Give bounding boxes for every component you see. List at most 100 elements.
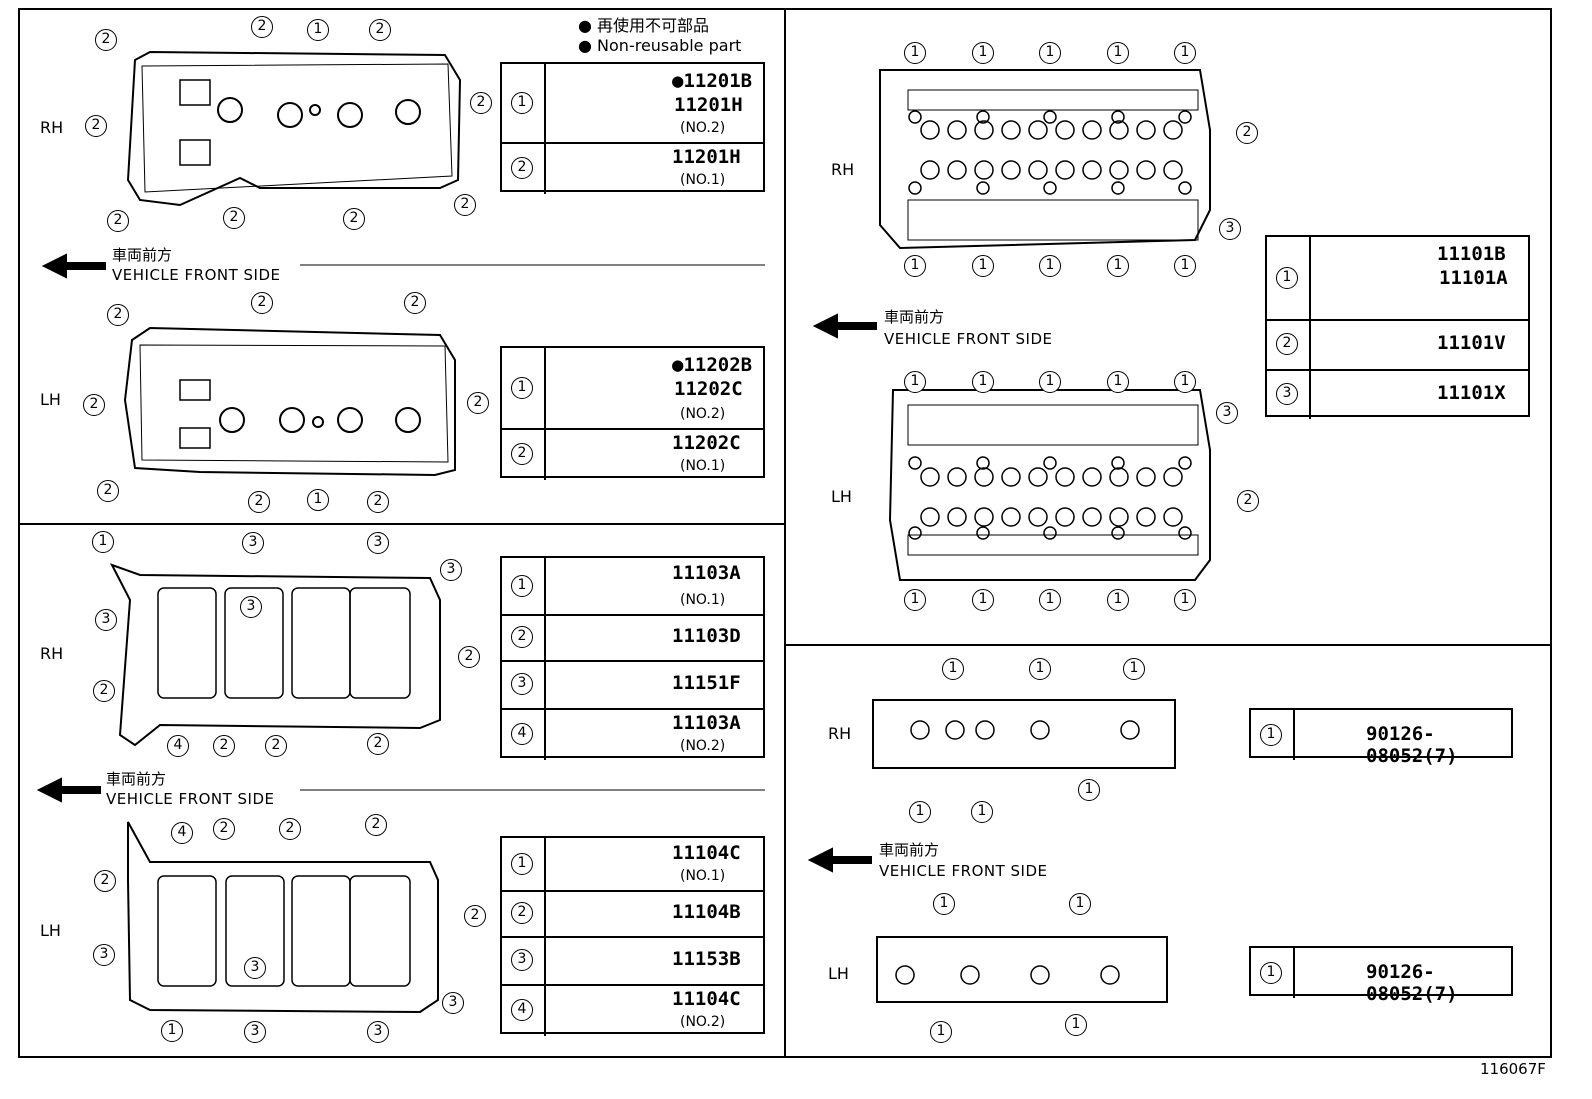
side-label-lh: LH xyxy=(40,921,61,940)
bolt-hole xyxy=(1055,120,1075,140)
table-num-cell xyxy=(1251,710,1295,760)
callout-number: 3 xyxy=(1219,218,1241,240)
bolt-hole xyxy=(1178,456,1192,470)
callout-number: 1 xyxy=(972,589,994,611)
table-num-cell xyxy=(1251,948,1295,998)
callout-number: 3 xyxy=(95,609,117,631)
part-number: 11202C xyxy=(672,432,741,454)
callout-number: 2 xyxy=(1236,122,1258,144)
callout-number: 4 xyxy=(167,735,189,757)
bolt-hole xyxy=(974,507,994,527)
bolt-hole xyxy=(920,507,940,527)
callout-number: 2 xyxy=(265,735,287,757)
side-label-rh: RH xyxy=(40,118,64,137)
callout-number: 2 xyxy=(85,115,107,137)
bolt-hole xyxy=(1111,526,1125,540)
direction-label-en: VEHICLE FRONT SIDE xyxy=(879,862,1048,880)
table-num-cell xyxy=(502,936,546,984)
callout-number: 3 xyxy=(440,559,462,581)
bolt-hole xyxy=(1178,181,1192,195)
callout-number: 1 xyxy=(1174,371,1196,393)
callout-number: 1 xyxy=(1039,371,1061,393)
callout-number: 4 xyxy=(511,999,533,1021)
side-label-lh: LH xyxy=(828,964,849,983)
bolt-hole xyxy=(920,120,940,140)
callout-number: 2 xyxy=(511,626,533,648)
table-num-cell xyxy=(502,558,546,614)
bolt-hole xyxy=(1001,160,1021,180)
callout-number: 2 xyxy=(223,207,245,229)
bolt-hole xyxy=(1136,467,1156,487)
bolt-hole xyxy=(1028,120,1048,140)
part-number: 90126-08052(7) xyxy=(1366,961,1458,1005)
part-number: ●11202B xyxy=(672,354,753,376)
callout-number: 3 xyxy=(240,596,262,618)
callout-number: 2 xyxy=(343,208,365,230)
table-num-cell xyxy=(502,142,546,194)
callout-number: 2 xyxy=(251,292,273,314)
side-label-lh: LH xyxy=(40,390,61,409)
part-number: 11201H xyxy=(672,146,741,168)
panel-divider-left xyxy=(18,523,785,525)
callout-number: 2 xyxy=(458,646,480,668)
bolt-hole xyxy=(976,110,990,124)
callout-number: 1 xyxy=(972,371,994,393)
bolt-hole xyxy=(974,120,994,140)
callout-number: 3 xyxy=(244,957,266,979)
callout-number: 2 xyxy=(365,814,387,836)
callout-number: 1 xyxy=(1039,255,1061,277)
bolt-hole xyxy=(947,120,967,140)
bolt-hole xyxy=(1136,120,1156,140)
bolt-hole xyxy=(974,467,994,487)
table-num-cell xyxy=(502,64,546,142)
callout-number: 3 xyxy=(93,944,115,966)
bolt-hole xyxy=(947,160,967,180)
callout-number: 2 xyxy=(511,902,533,924)
bolt-hole xyxy=(1055,467,1075,487)
bolt-hole xyxy=(1163,507,1183,527)
part-note: (NO.2) xyxy=(680,1014,726,1030)
bolt-hole xyxy=(1111,110,1125,124)
part-number: ●11201B xyxy=(672,70,753,92)
callout-number: 1 xyxy=(92,531,114,553)
callout-number: 1 xyxy=(1107,42,1129,64)
callout-number: 1 xyxy=(1065,1014,1087,1036)
bolt-hole xyxy=(1109,160,1129,180)
callout-number: 2 xyxy=(93,680,115,702)
bolt-hole xyxy=(1028,160,1048,180)
legend-non-reusable-en: ● Non-reusable part xyxy=(578,36,742,55)
callout-number: 1 xyxy=(1260,724,1282,746)
bolt-hole xyxy=(1082,467,1102,487)
callout-number: 3 xyxy=(1276,383,1298,405)
callout-number: 1 xyxy=(1260,962,1282,984)
bolt-hole xyxy=(974,160,994,180)
callout-number: 1 xyxy=(904,371,926,393)
bolt-hole xyxy=(960,965,980,985)
callout-number: 1 xyxy=(904,42,926,64)
callout-number: 1 xyxy=(161,1020,183,1042)
head-cover-lh-outline xyxy=(123,326,456,477)
table-num-cell xyxy=(502,838,546,890)
bolt-hole xyxy=(1001,507,1021,527)
part-number: 11202C xyxy=(674,378,743,400)
bolt-hole xyxy=(976,181,990,195)
bolt-hole xyxy=(1001,467,1021,487)
table-num-cell xyxy=(502,708,546,760)
callout-number: 1 xyxy=(307,489,329,511)
callout-number: 1 xyxy=(1069,893,1091,915)
part-note: (NO.1) xyxy=(680,172,726,188)
part-number: 11104C xyxy=(672,842,741,864)
table-num-cell xyxy=(1267,237,1311,319)
callout-number: 3 xyxy=(242,532,264,554)
parts-table: 1 90126-08052(7) xyxy=(1249,946,1513,1005)
callout-number: 3 xyxy=(367,1021,389,1043)
bolt-hole xyxy=(976,456,990,470)
callout-number: 2 xyxy=(213,735,235,757)
bolt-hole xyxy=(920,160,940,180)
callout-number: 3 xyxy=(1216,402,1238,424)
part-note: (NO.2) xyxy=(680,406,726,422)
